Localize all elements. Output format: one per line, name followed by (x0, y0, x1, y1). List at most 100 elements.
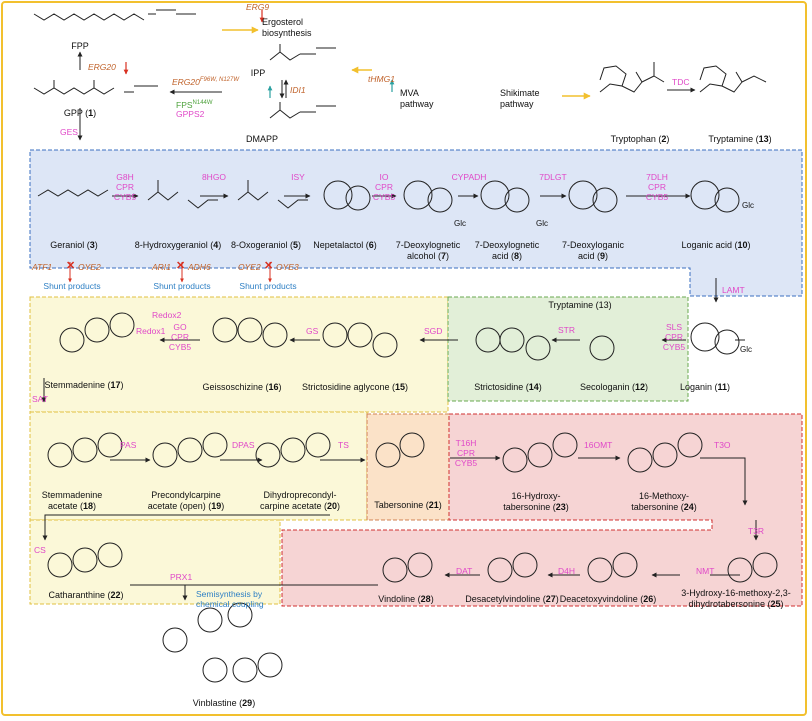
mva-label: MVA pathway (400, 88, 434, 109)
regulation-arrows (123, 10, 395, 98)
t3o-enzyme: T3O (714, 440, 731, 450)
7dlh-enzyme: 7DLH CPR CYB5 (645, 172, 669, 202)
compound-5-label: 8-Oxogeraniol (5) (230, 240, 302, 250)
tdc-label: TDC (672, 77, 690, 87)
erg20-label: ERG20 (88, 62, 116, 72)
compound-28-label: Vindoline (28) (378, 594, 434, 604)
section-boxes (29, 149, 803, 607)
shunt-2-block-icon: ✕ (176, 260, 186, 272)
idi1-label: IDI1 (290, 85, 306, 95)
compound-19-label: Precondylcarpine acetate (open) (19) (147, 490, 225, 511)
d4h-enzyme: D4H (558, 566, 576, 576)
shunt-2-label: Shunt products (153, 281, 211, 291)
compound-24-label: 16-Methoxy- tabersonine (24) (631, 491, 697, 512)
compound-8-label: 7-Deoxylognetic acid (8) (474, 240, 540, 261)
ipp-label: IPP (250, 68, 266, 78)
shunt-2-gene-b: ADH6 (188, 262, 211, 272)
semisynthesis-label: Semisynthesis by chemical coupling (196, 589, 264, 609)
7dlgt-enzyme: 7DLGT (539, 172, 567, 182)
ergosterol-label: Ergosterol biosynthesis (262, 17, 312, 38)
shunt-3-label: Shunt products (239, 281, 297, 291)
reaction-arrows (41, 51, 759, 601)
dat-enzyme: DAT (456, 566, 473, 576)
g8h-enzyme: G8H CPR CYB5 (113, 172, 137, 202)
erg9-label: ERG9 (246, 2, 270, 12)
tryptophan-label: Tryptophan (2) (610, 134, 670, 144)
compound-18-label: Stemmadenine acetate (18) (41, 490, 103, 511)
glc-label-11: Glc (740, 345, 752, 354)
sat-enzyme: SAT (32, 394, 48, 404)
tabersonine-box (366, 413, 450, 521)
compound-12-label: Secologanin (12) (579, 382, 649, 392)
compound-16-label: Geissoschizine (16) (202, 382, 282, 392)
compound-11-label: Loganin (11) (679, 382, 731, 392)
shunt-arrows (68, 262, 272, 283)
thmg1-label: tHMG1 (368, 74, 395, 84)
fpp-label: FPP (71, 41, 89, 51)
pas-enzyme: PAS (120, 440, 137, 450)
t16h-enzyme: T16H CPR CYB5 (454, 438, 478, 468)
fps-label: FPSN144W (176, 99, 213, 110)
compound-3-label: Geraniol (3) (50, 240, 98, 250)
shunt-1-label: Shunt products (43, 281, 101, 291)
t3r-enzyme: T3R (748, 526, 765, 536)
compound-29-label: Vinblastine (29) (192, 698, 256, 708)
shikimate-label: Shikimate pathway (500, 88, 540, 109)
glc-label-9: Glc (454, 219, 466, 228)
compound-4-label: 8-Hydroxygeraniol (4) (134, 240, 222, 250)
sls-enzyme: SLS CPR CYB5 (662, 322, 686, 352)
ges-label: GES (60, 127, 78, 137)
gpp-label: GPP (1) (63, 108, 97, 118)
gpps2-label: GPPS2 (176, 109, 205, 119)
compound-26-label: Deacetoxyvindoline (26) (559, 594, 657, 604)
shunt-1-gene-b: OYE2 (78, 262, 101, 272)
compound-6-label: Nepetalactol (6) (313, 240, 377, 250)
erg20-mutant-label: ERG20F96W, N127W (172, 76, 239, 87)
nmt-enzyme: NMT (696, 566, 715, 576)
glc-label-9b: Glc (536, 219, 548, 228)
redox1-enzyme: Redox1 (136, 326, 166, 336)
dmapp-label: DMAPP (245, 134, 279, 144)
shunt-3-gene-a: OYE2 (238, 262, 261, 272)
ts-enzyme: TS (338, 440, 349, 450)
compound-22-label: Catharanthine (22) (48, 590, 124, 600)
cs-enzyme: CS (34, 545, 46, 555)
strictosidine-box-green (447, 296, 689, 402)
molecule-structures (33, 9, 778, 683)
8hgo-enzyme: 8HGO (201, 172, 227, 182)
iridoid-box (29, 149, 803, 297)
compound-21-label: Tabersonine (21) (374, 500, 442, 510)
compound-27-label: Desacetylvindoline (27) (465, 594, 559, 604)
compound-10-label: Loganic acid (10) (681, 240, 751, 250)
shunt-2-gene-a: ARI1 (152, 262, 171, 272)
shunt-1-gene-a: ATF1 (32, 262, 53, 272)
sgd-enzyme: SGD (424, 326, 443, 336)
compound-7-label: 7-Deoxylognetic alcohol (7) (395, 240, 461, 261)
vindoline-box-red (281, 413, 803, 607)
compound-14-label: Strictosidine (14) (474, 382, 542, 392)
tryptamine-13-label: Tryptamine (13) (548, 300, 612, 310)
dpas-enzyme: DPAS (232, 440, 255, 450)
compound-25-label: 3-Hydroxy-16-methoxy-2,3- dihydrotaberso… (681, 588, 791, 609)
alkaloid-box-yellow (29, 296, 449, 413)
compound-23-label: 16-Hydroxy- tabersonine (23) (503, 491, 569, 512)
tryptamine-label: Tryptamine (13) (708, 134, 772, 144)
gs-enzyme: GS (306, 326, 319, 336)
io-enzyme: IO CPR CYB5 (372, 172, 396, 202)
shunt-3-gene-b: OYE3 (276, 262, 299, 272)
16omt-enzyme: 16OMT (584, 440, 613, 450)
compound-9-label: 7-Deoxyloganic acid (9) (561, 240, 625, 261)
prx1-enzyme: PRX1 (170, 572, 193, 582)
compound-20-label: Dihydroprecondyl- carpine acetate (20) (259, 490, 341, 511)
glc-label-10: Glc (742, 201, 754, 210)
go-enzyme: GO CPR CYB5 (168, 322, 192, 352)
compound-17-label: Stemmadenine (17) (44, 380, 124, 390)
shunt-1-block-icon: ✕ (66, 260, 76, 272)
shunt-3-block-icon: ✕ (264, 260, 274, 272)
alkaloid-box-yellow-2 (29, 411, 368, 521)
compound-15-label: Strictosidine aglycone (15) (301, 382, 409, 392)
lamt-enzyme: LAMT (722, 285, 745, 295)
